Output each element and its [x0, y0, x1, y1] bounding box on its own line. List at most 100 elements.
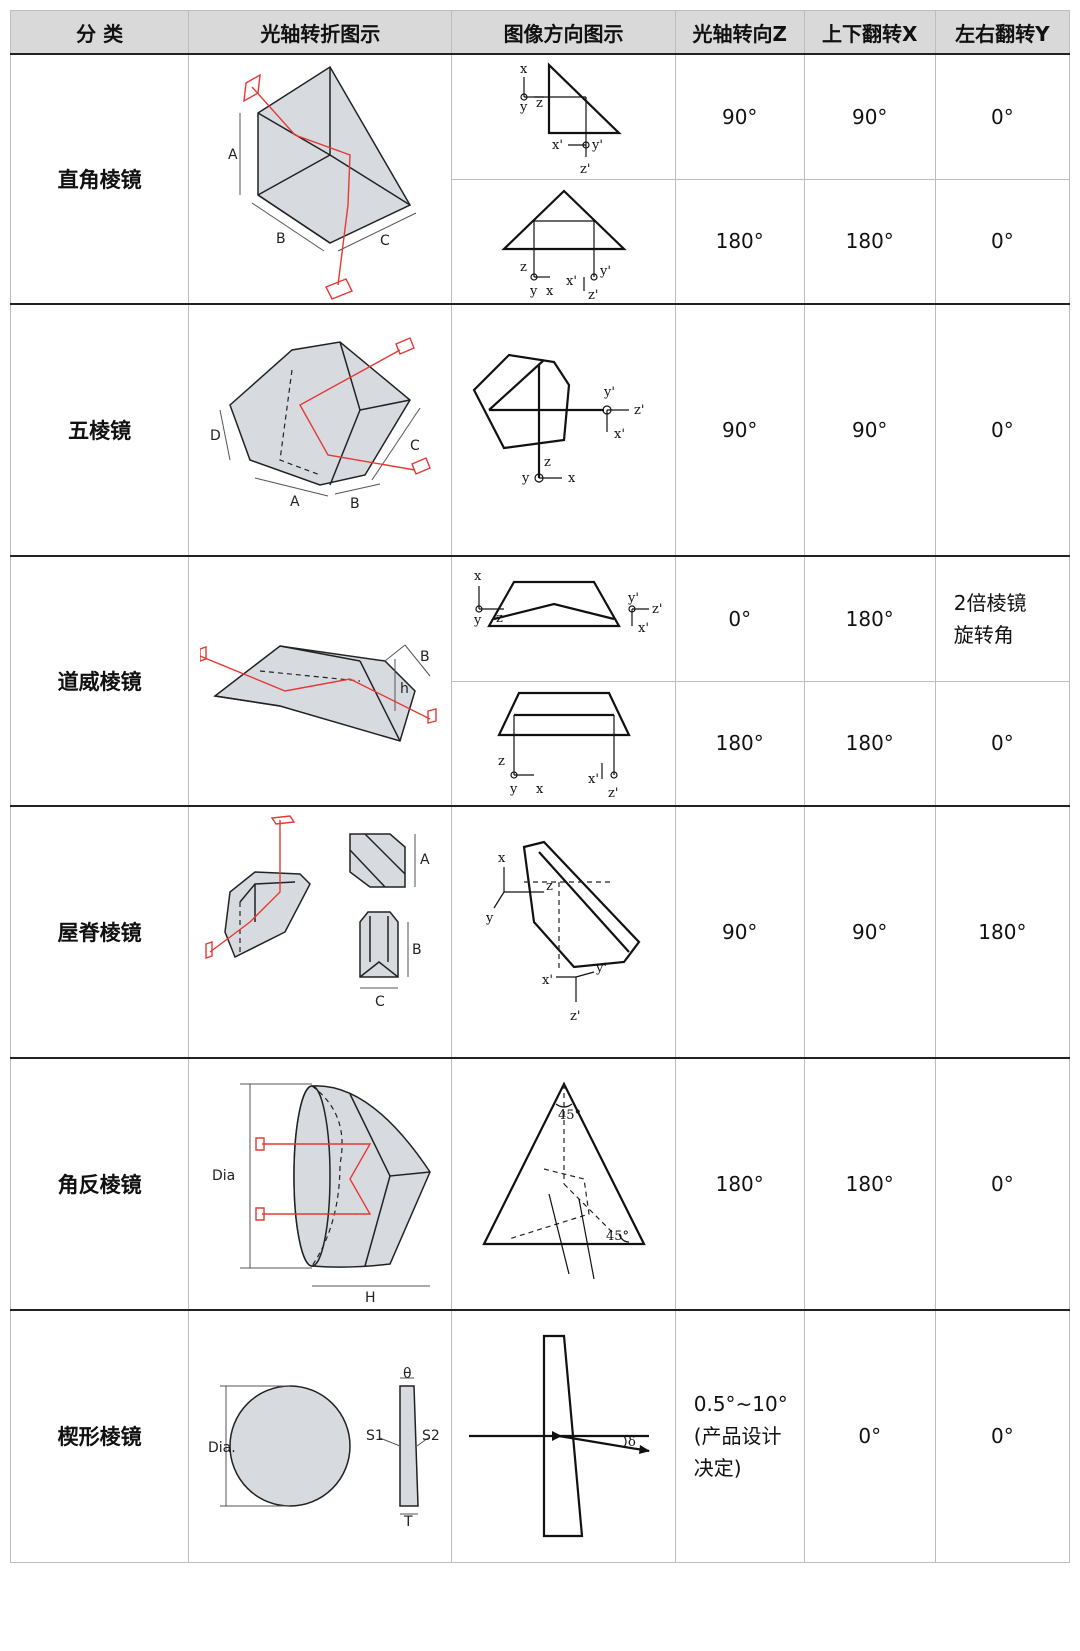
- dove-prism-figure: h B: [200, 644, 438, 742]
- dim-t: T: [403, 1514, 413, 1530]
- name-dove: 道威棱镜: [9, 555, 190, 807]
- axis-z-roof: z: [546, 879, 553, 894]
- path-figure-dove: h B: [188, 555, 453, 807]
- y-right-angle-2: 0°: [934, 178, 1071, 305]
- z-right-angle-2: 180°: [674, 178, 805, 305]
- dim-c-penta: C: [410, 438, 420, 454]
- axis-xp-dove2: x': [588, 772, 599, 787]
- axis-zp-roof: z': [570, 1009, 580, 1024]
- axis-xp-dove: x': [638, 621, 649, 636]
- name-penta: 五棱镜: [9, 303, 190, 557]
- y-dove-2: 0°: [934, 680, 1071, 807]
- axis-xp-penta: x': [614, 427, 625, 442]
- path-figure-roof: A B C: [188, 805, 453, 1059]
- penta-prism-figure: D A B C: [210, 337, 432, 512]
- dim-dia-wedge: Dia.: [208, 1440, 236, 1456]
- corner-prism-figure: Dia H: [212, 1083, 432, 1304]
- right-angle-image-90: x y z x' y' z': [519, 62, 622, 177]
- row-right-angle-2: z y x x' y' z' 180° 180° 0°: [11, 178, 1071, 305]
- z-dove-2: 180°: [674, 680, 805, 807]
- axis-z-2: z: [520, 260, 527, 275]
- y-penta: 0°: [934, 303, 1071, 557]
- row-roof: 屋脊棱镜 A: [9, 805, 1071, 1059]
- z-corner: 180°: [674, 1057, 805, 1311]
- dove-image-rotation: x y z y' z' x': [473, 569, 662, 636]
- image-figure-dove-2: z y x x' z': [451, 680, 676, 807]
- name-wedge: 楔形棱镜: [9, 1309, 190, 1563]
- dim-h: h: [400, 681, 409, 697]
- name-corner: 角反棱镜: [9, 1057, 190, 1311]
- x-penta: 90°: [803, 303, 936, 557]
- axis-x-dove2: x: [536, 782, 544, 797]
- dim-c-roof: C: [375, 994, 385, 1010]
- roof-image: x y z x' y' z': [485, 840, 641, 1024]
- row-right-angle: 直角棱镜 A B C: [9, 53, 1071, 305]
- axis-yp: y': [591, 138, 603, 153]
- image-figure-roof: x y z x' y' z': [451, 805, 676, 1059]
- x-dove-2: 180°: [803, 680, 936, 807]
- axis-z-penta: z: [544, 455, 551, 470]
- x-corner: 180°: [803, 1057, 936, 1311]
- prism-table: 分 类 光轴转折图示 图像方向图示 光轴转向Z 上下翻转X 左右翻转Y 直角棱镜: [9, 10, 1071, 1563]
- right-angle-image-180: z y x x' y' z': [500, 189, 627, 301]
- axis-zp-dove: z': [652, 602, 662, 617]
- header-z: 光轴转向Z: [674, 10, 805, 55]
- dim-s2: S2: [422, 1428, 440, 1444]
- dim-b-roof: B: [412, 942, 422, 958]
- y-dove-1: 2倍棱镜 旋转角: [934, 555, 1071, 682]
- z-roof: 90°: [674, 805, 805, 1059]
- axis-z: z: [536, 96, 543, 111]
- row-dove: 道威棱镜 h B: [9, 555, 1071, 807]
- dim-b: B: [276, 231, 286, 247]
- y-right-angle-1: 0°: [934, 53, 1071, 180]
- axis-x-penta: x: [568, 471, 576, 486]
- axis-zp-dove2: z': [608, 786, 618, 801]
- axis-z-dove: z: [496, 611, 503, 626]
- y-dove-1-line1: 2倍棱镜: [953, 590, 1027, 615]
- axis-xp-roof: x': [542, 973, 553, 988]
- axis-zp: z': [580, 162, 590, 177]
- z-wedge-line1: 0.5°~10°: [693, 1392, 788, 1417]
- corner-image: 45° 45°: [481, 1081, 646, 1280]
- row-penta: 五棱镜 D A B C: [9, 303, 1071, 557]
- image-figure-wedge: δ: [451, 1309, 676, 1563]
- axis-z-dove2: z: [498, 754, 505, 769]
- header-category: 分 类: [9, 10, 190, 55]
- axis-y: y: [519, 100, 528, 115]
- axis-y-penta: y: [521, 471, 530, 486]
- axis-x-roof: x: [498, 851, 506, 866]
- angle-top: 45°: [558, 1108, 581, 1123]
- dim-a-roof: A: [420, 852, 430, 868]
- image-figure-corner: 45° 45°: [451, 1057, 676, 1311]
- axis-y-dove: y: [473, 613, 482, 628]
- dim-a: A: [228, 147, 238, 163]
- dim-b-penta: B: [350, 496, 360, 512]
- x-dove-1: 180°: [803, 555, 936, 682]
- y-corner: 0°: [934, 1057, 1071, 1311]
- axis-x: x: [520, 62, 528, 77]
- header-x: 上下翻转X: [803, 10, 936, 55]
- axis-x-2: x: [546, 284, 554, 299]
- row-wedge: 楔形棱镜 Dia. θ T S1 S2: [9, 1309, 1071, 1563]
- wedge-prism-figure: Dia. θ T S1 S2: [208, 1366, 440, 1530]
- header-row: 分 类 光轴转折图示 图像方向图示 光轴转向Z 上下翻转X 左右翻转Y: [9, 10, 1071, 55]
- axis-y-2: y: [529, 284, 538, 299]
- axis-y-dove2: y: [509, 782, 518, 797]
- dim-dia: Dia: [212, 1168, 235, 1184]
- axis-yp-dove: y': [627, 591, 639, 606]
- axis-xp: x': [552, 138, 563, 153]
- x-right-angle-2: 180°: [803, 178, 936, 305]
- path-figure-penta: D A B C: [188, 303, 453, 557]
- image-figure-penta: z y x y' z' x': [451, 303, 676, 557]
- axis-x-dove: x: [474, 569, 482, 584]
- z-dove-1: 0°: [674, 555, 805, 682]
- dim-a-penta: A: [290, 494, 300, 510]
- z-wedge-line2: (产品设计: [693, 1424, 782, 1449]
- header-image: 图像方向图示: [451, 10, 676, 55]
- dim-d: D: [210, 428, 221, 444]
- dim-theta: θ: [403, 1366, 412, 1382]
- dim-s1: S1: [366, 1428, 384, 1444]
- x-wedge: 0°: [803, 1309, 936, 1563]
- header-y: 左右翻转Y: [934, 10, 1071, 55]
- dim-c: C: [380, 233, 390, 249]
